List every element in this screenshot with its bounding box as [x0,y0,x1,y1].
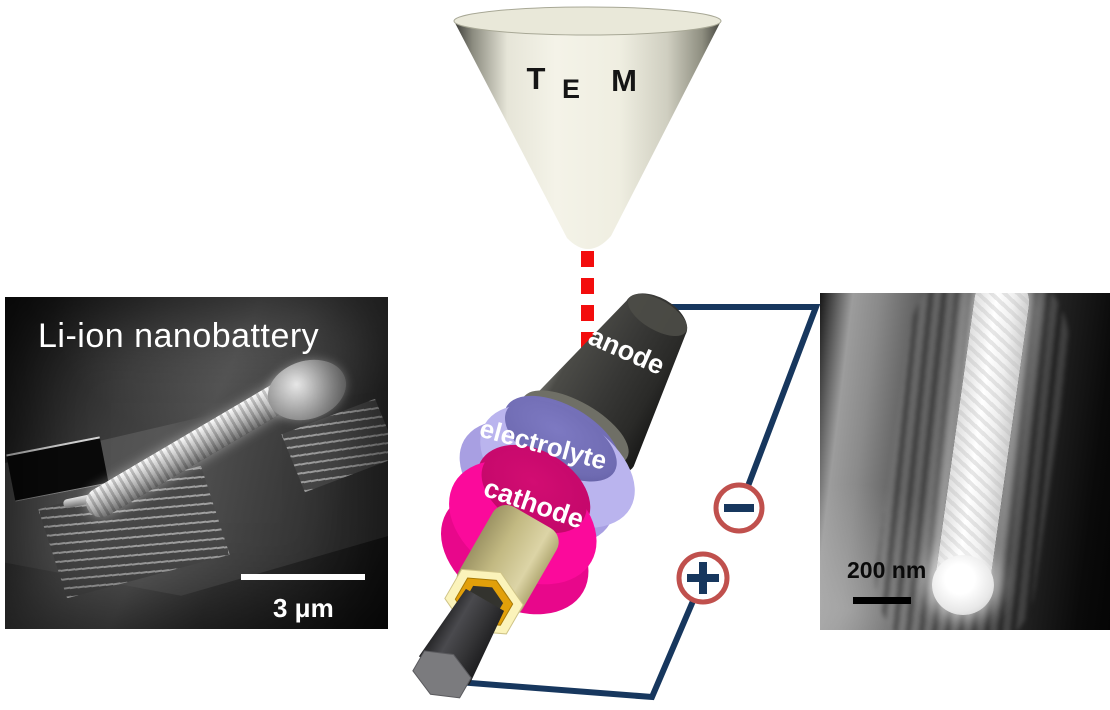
sem-micrograph-panel: Li-ion nanobattery 3 μm [5,297,388,629]
electrolyte-ring-band [459,420,615,544]
support-rod-tip [412,650,472,699]
electron-beam [559,251,617,424]
tem-cone-top-face [453,6,722,36]
sem-panel-title: Li-ion nanobattery [38,317,320,355]
positive-terminal-ring [676,551,730,605]
anode-cylinder [524,293,688,474]
anode-rim [521,390,629,466]
cathode-label: cathode [480,472,588,534]
electrolyte-ring-face [480,404,635,528]
negative-wire [667,304,821,488]
tem-scale-label: 200 nm [847,557,927,583]
core-hex-gold-ring [454,577,514,626]
electrolyte-label: electrolyte [477,413,610,476]
beam-arrowhead-icon [559,363,617,424]
electrolyte-surface [504,395,620,482]
tem-nanowire-tip [932,555,994,615]
battery-labels: anode electrolyte cathode [477,321,669,535]
cathode-surface-inner [481,448,587,534]
core-end-face [444,568,524,635]
circuit-terminals [676,482,765,605]
tem-letter-m: M [611,63,637,98]
tem-letter-e: E [562,74,580,104]
support-rod [418,588,505,686]
core-hex-outer-ring [444,568,524,635]
cathode-surface [476,444,591,539]
tem-letter-t: T [527,61,546,96]
circuit-wires [444,304,821,701]
cathode-ring-face [449,460,597,585]
sem-scale-label: 3 μm [273,593,334,623]
nanobattery-schematic [412,293,688,699]
anode-label: anode [584,321,669,381]
anode-dome-sheen [628,294,688,337]
rod-tip-face [412,650,472,699]
anode-tube-end [498,412,628,526]
tem-cone-body [454,7,721,250]
cathode-ring-band [440,490,589,615]
tem-probe-cone: T E M [453,6,722,250]
core-prism [456,504,559,617]
positive-wire [444,599,696,701]
tem-scale-bar [853,597,911,604]
electrolyte-surface-inner [504,399,617,482]
tem-micrograph-panel: 200 nm [820,293,1110,630]
negative-terminal-ring [713,482,765,534]
sem-scale-bar [241,574,365,580]
core-hex-center [464,585,504,618]
